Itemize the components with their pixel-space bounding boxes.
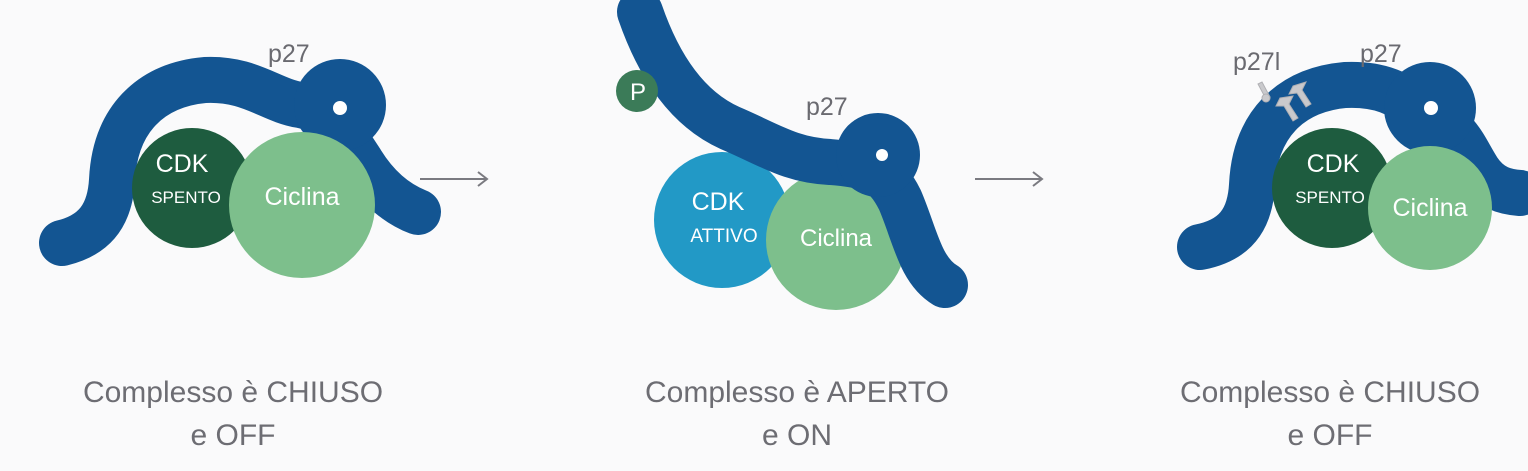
cdk-state: SPENTO	[151, 188, 221, 207]
caption-line1: Complesso è CHIUSO	[83, 376, 383, 409]
panel-closed-off-inhibited: p27l p27 CDK SPENTO Ciclina Complesso è …	[1177, 40, 1528, 452]
cyclin	[766, 170, 906, 310]
cdk-state: SPENTO	[1295, 188, 1365, 207]
panel-open-on: P p27 CDK ATTIVO Ciclina Complesso è APE…	[616, 0, 968, 452]
inhibitor-molecules-icon	[1257, 81, 1312, 122]
cdk-label: CDK	[156, 150, 209, 178]
phosphate-label: P	[630, 79, 646, 106]
cdk-label: CDK	[692, 188, 745, 216]
cyclin-label: Ciclina	[1392, 194, 1467, 222]
p27-eye	[876, 149, 888, 161]
caption-line1: Complesso è APERTO	[645, 376, 949, 409]
arrow-2	[975, 171, 1044, 187]
cyclin-label: Ciclina	[264, 183, 339, 211]
cdk-off	[132, 128, 252, 248]
cyclin	[229, 132, 375, 278]
caption-line2: e ON	[762, 419, 832, 452]
caption-line1: Complesso è CHIUSO	[1180, 376, 1480, 409]
cyclin-label: Ciclina	[800, 225, 873, 252]
cdk-off	[1272, 128, 1392, 248]
p27-eye	[333, 101, 347, 115]
p27-label: p27	[1360, 40, 1402, 68]
cdk-state: ATTIVO	[690, 226, 757, 247]
panel-closed-off: p27 CDK SPENTO Ciclina Complesso è CHIUS…	[39, 40, 441, 452]
caption-line2: e OFF	[190, 419, 275, 452]
p27-protein	[617, 0, 968, 308]
p27-eye	[1424, 101, 1438, 115]
cyclin	[1368, 146, 1492, 270]
cdk-on	[654, 152, 790, 288]
phosphate-icon	[616, 70, 658, 112]
p27l-label: p27l	[1233, 48, 1280, 76]
arrow-1	[420, 171, 489, 187]
caption-line2: e OFF	[1287, 419, 1372, 452]
p27-label: p27	[268, 40, 310, 68]
p27-label: p27	[806, 93, 848, 121]
cdk-label: CDK	[1307, 150, 1360, 178]
p27-protein	[39, 56, 441, 266]
